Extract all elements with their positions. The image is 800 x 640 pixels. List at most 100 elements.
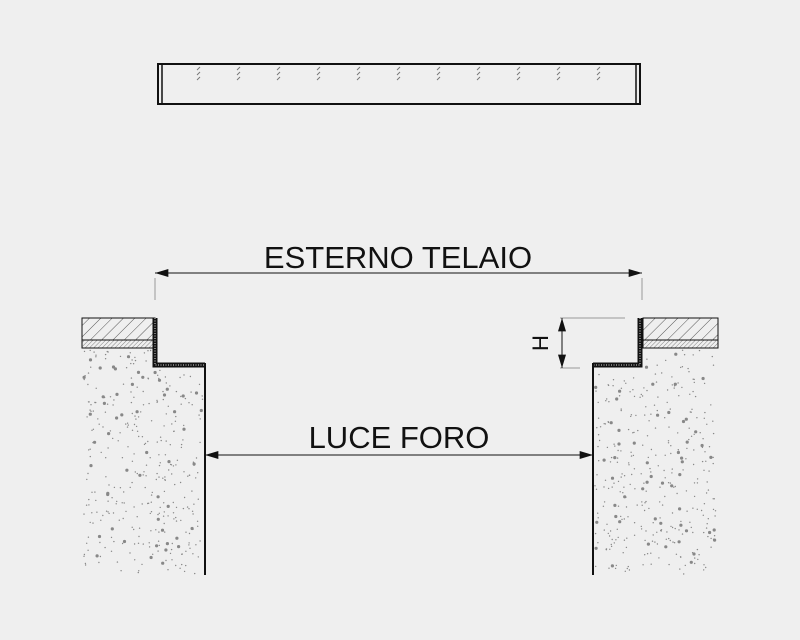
concrete-speckle: [163, 502, 165, 504]
concrete-speckle: [678, 529, 680, 531]
concrete-speckle: [640, 525, 642, 528]
concrete-speckle: [89, 409, 91, 411]
concrete-speckle: [158, 512, 160, 514]
concrete-speckle: [650, 448, 653, 451]
concrete-speckle: [135, 410, 139, 414]
concrete-speckle: [693, 449, 695, 451]
concrete-speckle: [599, 426, 602, 428]
concrete-speckle: [707, 535, 709, 538]
concrete-speckle: [93, 440, 97, 444]
concrete-speckle: [597, 445, 599, 448]
concrete-speckle: [700, 509, 703, 512]
concrete-speckle: [141, 563, 143, 566]
concrete-speckle: [150, 501, 152, 503]
concrete-speckle: [91, 491, 93, 493]
concrete-speckle: [642, 564, 644, 566]
concrete-speckle: [693, 482, 696, 484]
concrete-speckle: [187, 475, 189, 477]
concrete-speckle: [628, 569, 631, 571]
concrete-speckle: [151, 491, 153, 494]
concrete-speckle: [594, 532, 597, 535]
hatch-tick: [436, 76, 441, 81]
concrete-speckle: [105, 476, 107, 478]
concrete-speckle: [618, 395, 621, 397]
concrete-speckle: [645, 490, 647, 492]
concrete-speckle: [637, 429, 639, 432]
concrete-speckle: [643, 387, 645, 389]
concrete-speckle: [685, 440, 689, 444]
concrete-speckle: [679, 523, 683, 527]
concrete-speckle: [703, 382, 706, 385]
concrete-speckle: [184, 397, 187, 400]
concrete-speckle: [610, 545, 613, 548]
concrete-speckle: [134, 471, 136, 473]
concrete-speckle: [137, 416, 140, 418]
concrete-speckle: [623, 518, 625, 520]
concrete-speckle: [197, 556, 199, 558]
concrete-speckle: [617, 505, 620, 507]
concrete-speckle: [612, 565, 614, 567]
concrete-speckle: [666, 401, 668, 404]
concrete-speckle: [100, 519, 102, 521]
concrete-speckle: [136, 472, 138, 475]
concrete-speckle: [675, 553, 678, 555]
concrete-speckle: [197, 525, 199, 527]
concrete-speckle: [197, 498, 199, 500]
concrete-speckle: [180, 395, 182, 398]
concrete-speckle: [632, 389, 634, 391]
concrete-speckle: [150, 494, 153, 496]
hatch-tick: [396, 66, 401, 71]
concrete-speckle: [159, 369, 161, 372]
concrete-speckle: [163, 522, 165, 525]
concrete-speckle: [656, 414, 658, 416]
concrete-speckle: [129, 352, 131, 354]
concrete-speckle: [197, 472, 199, 474]
concrete-speckle: [669, 408, 671, 410]
concrete-speckle: [167, 569, 169, 571]
concrete-speckle: [175, 516, 177, 519]
concrete-speckle: [707, 489, 710, 491]
concrete-speckle: [671, 512, 674, 514]
concrete-speckle: [94, 491, 96, 493]
concrete-speckle: [615, 539, 617, 541]
concrete-speckle: [668, 563, 670, 566]
concrete-speckle: [643, 509, 646, 512]
concrete-speckle: [131, 412, 133, 415]
concrete-speckle: [159, 436, 162, 438]
outer-frame-label: ESTERNO TELAIO: [264, 240, 532, 275]
concrete-speckle: [713, 498, 715, 500]
concrete-speckle: [87, 536, 90, 538]
concrete-speckle: [192, 553, 194, 555]
concrete-speckle: [606, 398, 608, 400]
concrete-speckle: [199, 540, 201, 542]
concrete-speckle: [626, 567, 628, 570]
concrete-speckle: [692, 378, 694, 380]
concrete-speckle: [705, 566, 707, 569]
concrete-speckle: [645, 530, 647, 532]
hatch-tick: [196, 76, 201, 81]
concrete-speckle: [98, 561, 100, 564]
concrete-speckle: [136, 430, 139, 432]
concrete-speckle: [92, 410, 95, 412]
concrete-speckle: [712, 364, 715, 366]
concrete-speckle: [133, 453, 135, 455]
concrete-speckle: [621, 473, 623, 475]
concrete-speckle: [106, 403, 109, 405]
concrete-speckle: [696, 482, 699, 484]
concrete-speckle: [676, 492, 678, 495]
concrete-speckle: [175, 390, 178, 393]
concrete-speckle: [628, 464, 630, 466]
concrete-speckle: [133, 506, 135, 508]
concrete-speckle: [692, 354, 694, 356]
opening-dimension: LUCE FORO: [204, 420, 594, 459]
concrete-speckle: [641, 504, 643, 506]
concrete-speckle: [671, 376, 673, 378]
concrete-speckle: [165, 440, 167, 442]
hatch-tick: [516, 66, 521, 71]
hatch-tick: [356, 66, 361, 71]
concrete-speckle: [183, 424, 185, 427]
concrete-speckle: [182, 439, 184, 441]
concrete-speckle: [156, 401, 159, 403]
concrete-speckle: [165, 542, 169, 546]
